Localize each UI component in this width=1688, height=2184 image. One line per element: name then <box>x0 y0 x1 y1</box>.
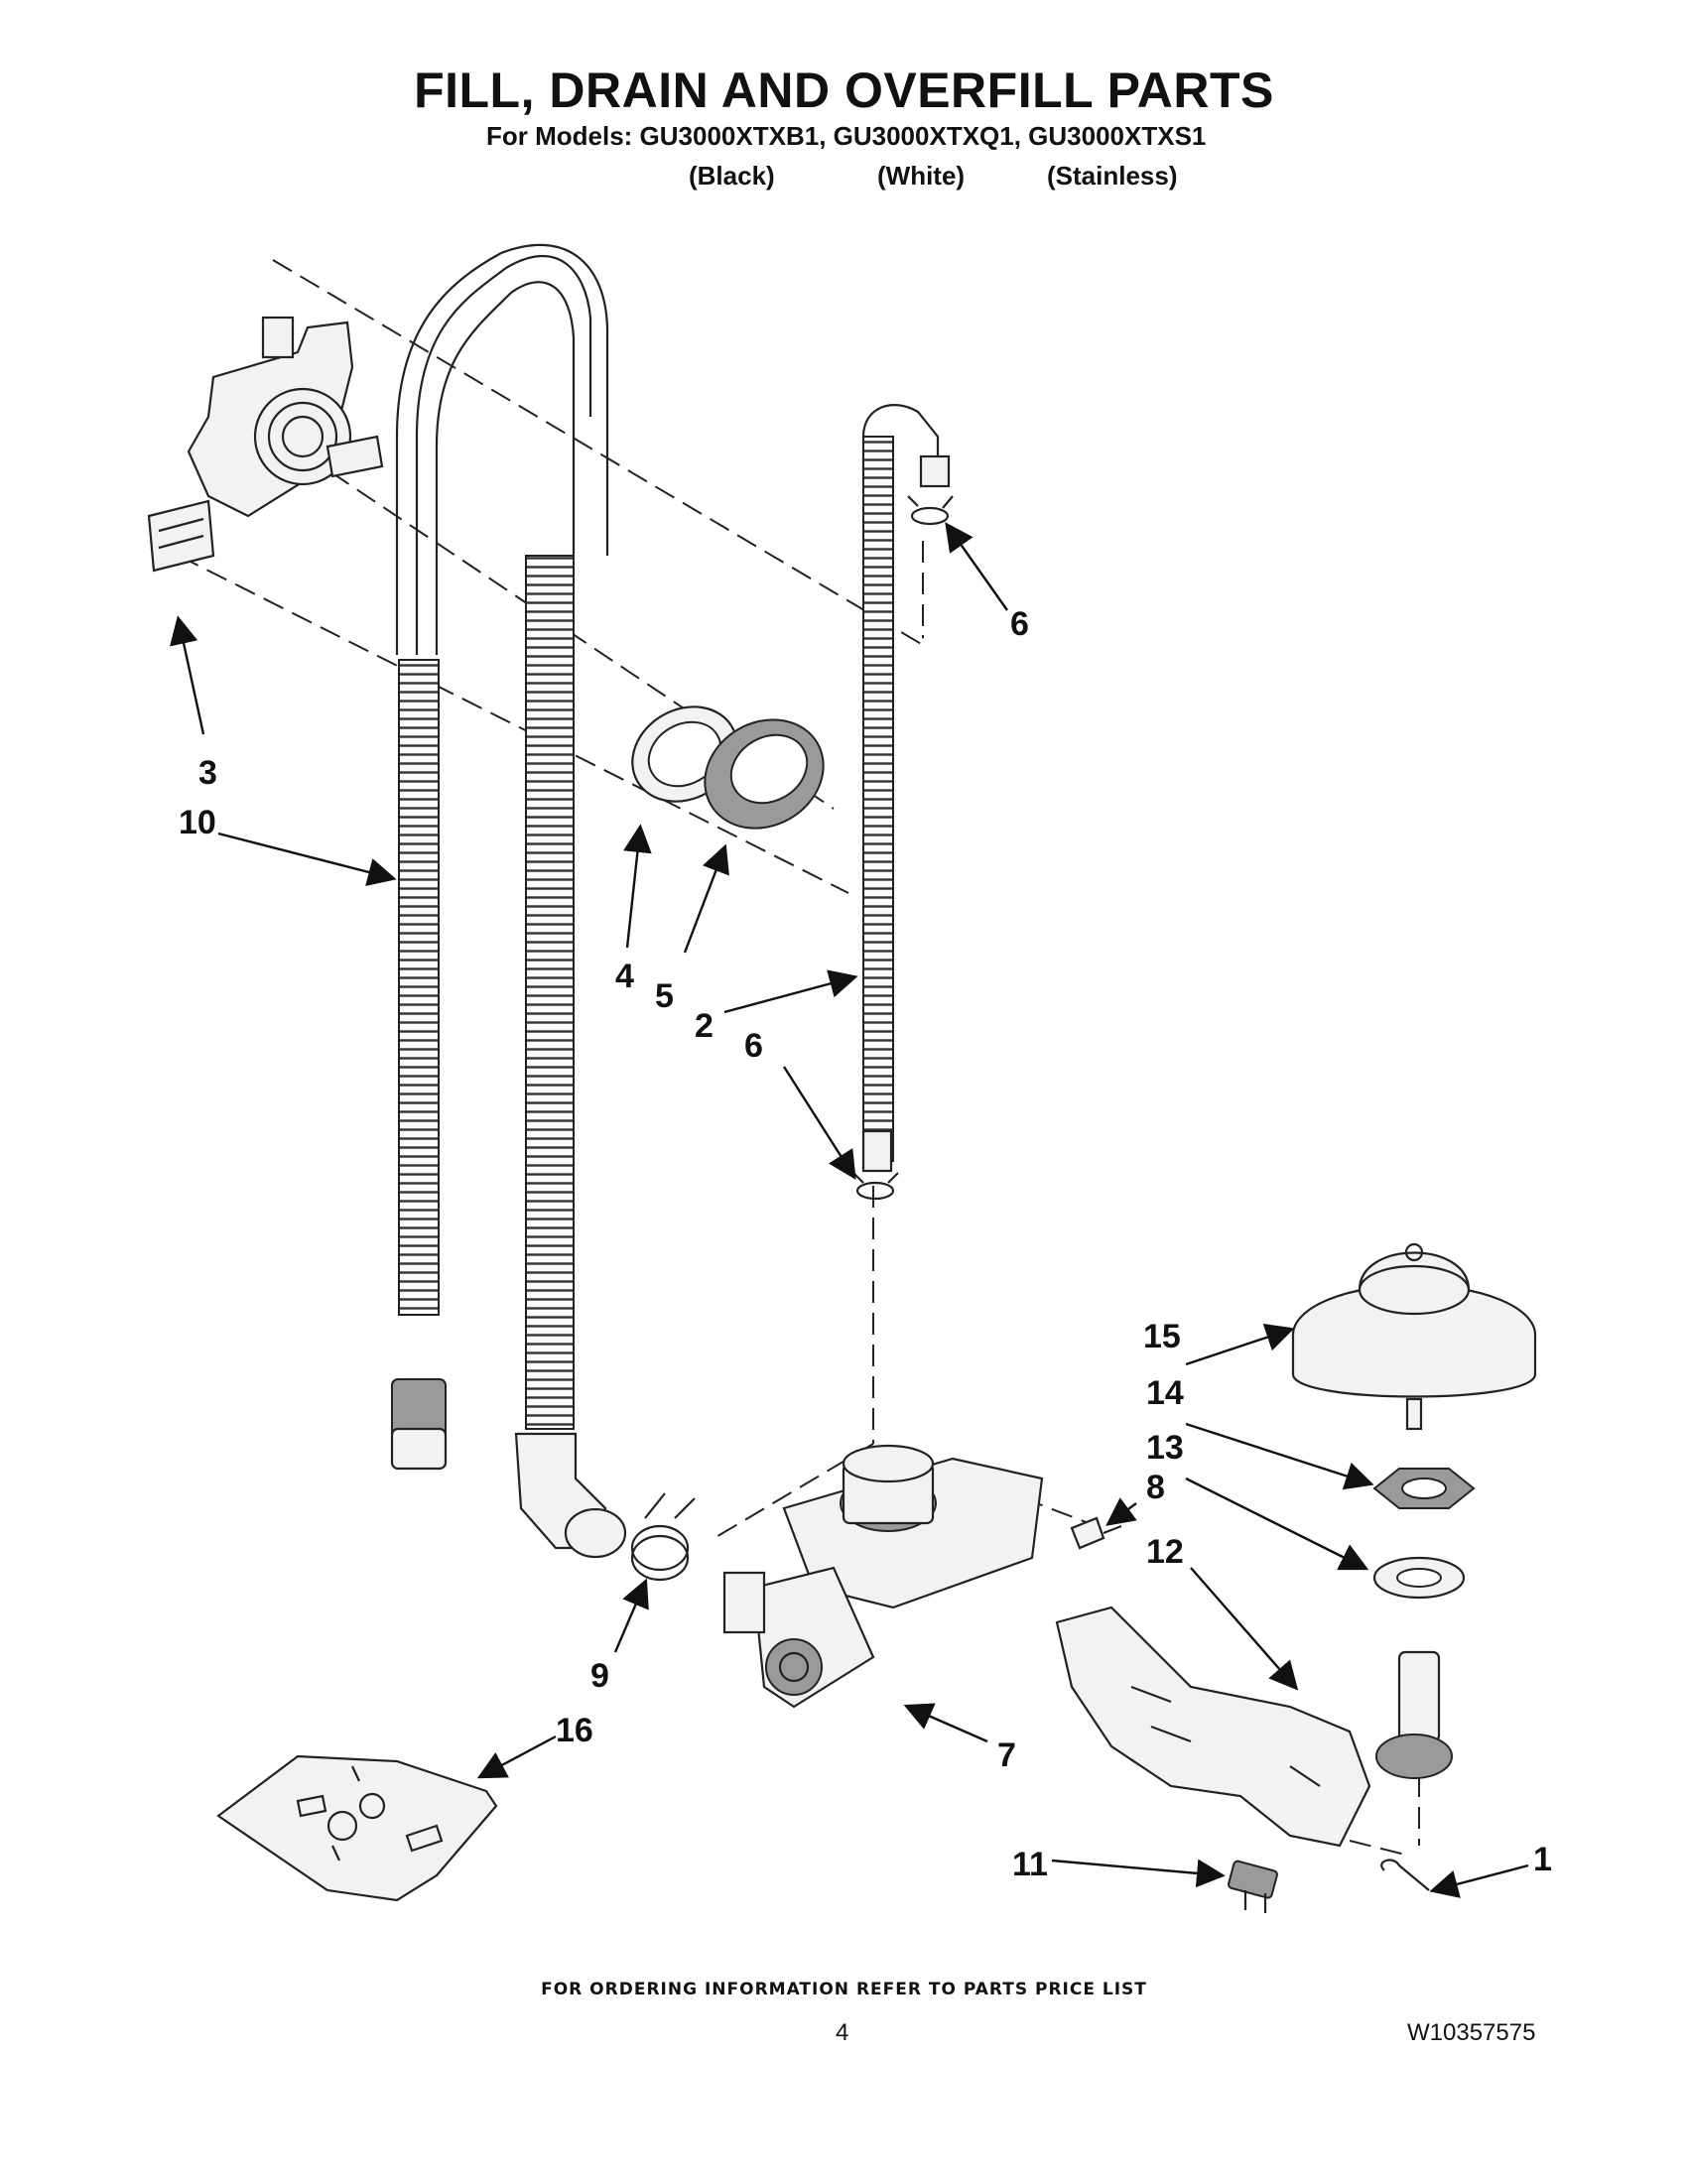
float-nut <box>1372 1468 1476 1509</box>
float-switch-bracket <box>1055 1606 1453 1848</box>
color-black-label: (Black) <box>689 161 775 191</box>
parts-bag <box>216 1754 498 1902</box>
callout-15: 15 <box>1143 1318 1181 1355</box>
callout-9: 9 <box>590 1657 609 1695</box>
leader-lines <box>170 522 1529 1898</box>
ordering-note: FOR ORDERING INFORMATION REFER TO PARTS … <box>541 1980 1147 1999</box>
document-number: W10357575 <box>1407 2019 1536 2046</box>
water-valve <box>722 1444 1044 1709</box>
callout-4: 4 <box>615 958 634 995</box>
switch <box>1228 1860 1278 1913</box>
callout-11: 11 <box>1012 1846 1048 1883</box>
callout-7: 7 <box>997 1736 1016 1774</box>
fill-funnel-bracket <box>147 316 384 573</box>
float-washer <box>1372 1556 1466 1600</box>
models-line: For Models: GU3000XTXB1, GU3000XTXQ1, GU… <box>486 121 1207 151</box>
drain-hose-clamp <box>630 1492 696 1582</box>
clip <box>1380 1859 1430 1891</box>
fill-nut <box>704 718 825 830</box>
callout-16: 16 <box>556 1712 593 1749</box>
callout-8: 8 <box>1146 1469 1165 1506</box>
hose-clamp-upper <box>907 495 954 526</box>
callout-3: 3 <box>198 754 217 792</box>
page-title: FILL, DRAIN AND OVERFILL PARTS <box>414 63 1274 118</box>
valve-screw <box>1070 1516 1122 1550</box>
callout-2: 2 <box>695 1007 714 1045</box>
drain-hose <box>390 243 627 1559</box>
fill-hose <box>861 404 951 1173</box>
callout-6-lower: 6 <box>744 1027 763 1065</box>
callout-6-upper: 6 <box>1010 605 1029 643</box>
float <box>1291 1242 1537 1431</box>
callout-13: 13 <box>1146 1429 1184 1467</box>
callout-1: 1 <box>1533 1841 1552 1878</box>
callout-12: 12 <box>1146 1533 1184 1571</box>
color-stainless-label: (Stainless) <box>1047 161 1178 191</box>
callout-10: 10 <box>179 804 216 841</box>
callout-5: 5 <box>655 977 674 1015</box>
page-number: 4 <box>836 2019 849 2046</box>
color-white-label: (White) <box>877 161 966 191</box>
callout-14: 14 <box>1146 1374 1184 1412</box>
hose-clamp-lower <box>852 1172 899 1201</box>
